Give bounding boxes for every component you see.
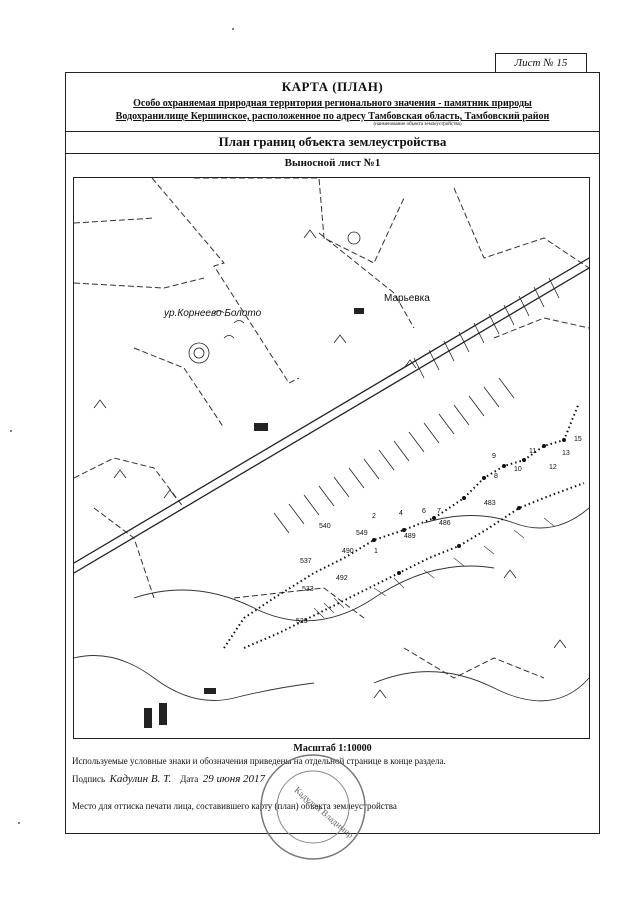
point-label: 9 bbox=[492, 453, 496, 460]
streams bbox=[74, 507, 589, 702]
sheet-number: Лист № 15 bbox=[495, 53, 587, 73]
signature-line: Подпись Кадулин В. Т. Дата 29 июня 2017 bbox=[72, 773, 265, 785]
sign-label: Подпись bbox=[72, 774, 106, 784]
point-label: 7 bbox=[437, 508, 441, 515]
point-label: 540 bbox=[319, 523, 331, 530]
scan-dot bbox=[232, 28, 234, 30]
point-label: 490 bbox=[342, 548, 354, 555]
point-label: 2 bbox=[372, 513, 376, 520]
point-label: 486 bbox=[439, 520, 451, 527]
sheet-title: КАРТА (ПЛАН) bbox=[281, 79, 384, 94]
scan-dot bbox=[10, 430, 12, 432]
map-sheet-frame: КАРТА (ПЛАН) Особо охраняемая природная … bbox=[65, 72, 600, 834]
water-body bbox=[313, 517, 555, 619]
signature: Кадулин В. Т. bbox=[109, 773, 172, 785]
map-area: ур.Корнеево Болото Марьевка 1 2 4 6 7 8 … bbox=[73, 177, 590, 739]
point-label: 529 bbox=[296, 618, 308, 625]
object-caption: (наименование объекта землеустройства) bbox=[373, 122, 462, 127]
point-label: 537 bbox=[300, 558, 312, 565]
scan-dot bbox=[18, 822, 20, 824]
point-label: 13 bbox=[562, 450, 570, 457]
point-label: 8 bbox=[494, 473, 498, 480]
reservoir-boundary bbox=[223, 402, 585, 649]
marsh-symbols bbox=[93, 229, 567, 699]
map-drawing bbox=[74, 178, 589, 728]
sheet-header: КАРТА (ПЛАН) Особо охраняемая природная … bbox=[66, 73, 599, 132]
point-label: 15 bbox=[574, 436, 582, 443]
hatched-strip bbox=[273, 277, 560, 534]
object-type-line: Особо охраняемая природная территория ре… bbox=[133, 98, 532, 109]
seal-stamp: Кадулин Владимир bbox=[260, 754, 366, 860]
boundary-points bbox=[372, 438, 566, 575]
buildings bbox=[144, 308, 364, 728]
section-title: План границ объекта землеустройства bbox=[66, 131, 599, 154]
point-label: 533 bbox=[302, 586, 314, 593]
point-label: 492 bbox=[336, 575, 348, 582]
point-label: 6 bbox=[422, 508, 426, 515]
place-label-maryevka: Марьевка bbox=[384, 293, 430, 304]
date-value: 29 июня 2017 bbox=[202, 773, 266, 785]
stamp-note: Место для оттиска печати лица, составивш… bbox=[72, 801, 397, 811]
date-label: Дата bbox=[180, 774, 199, 784]
legend-note: Используемые условные знаки и обозначени… bbox=[72, 756, 446, 766]
point-label: 11 bbox=[529, 448, 537, 455]
point-label: 1 bbox=[374, 548, 378, 555]
place-label-korneevo: ур.Корнеево Болото bbox=[164, 308, 262, 319]
point-label: 10 bbox=[514, 466, 522, 473]
point-label: 4 bbox=[399, 510, 403, 517]
main-road bbox=[74, 257, 589, 574]
map-subtitle: Выносной лист №1 bbox=[284, 157, 381, 169]
point-label: 12 bbox=[549, 464, 557, 471]
point-label: 549 bbox=[356, 530, 368, 537]
field-boundaries bbox=[74, 178, 589, 679]
point-label: 489 bbox=[404, 533, 416, 540]
object-address-line: Водохранилище Кершинское, расположенное … bbox=[115, 111, 550, 122]
point-label: 483 bbox=[484, 500, 496, 507]
map-scale: Масштаб 1:10000 bbox=[293, 743, 372, 754]
